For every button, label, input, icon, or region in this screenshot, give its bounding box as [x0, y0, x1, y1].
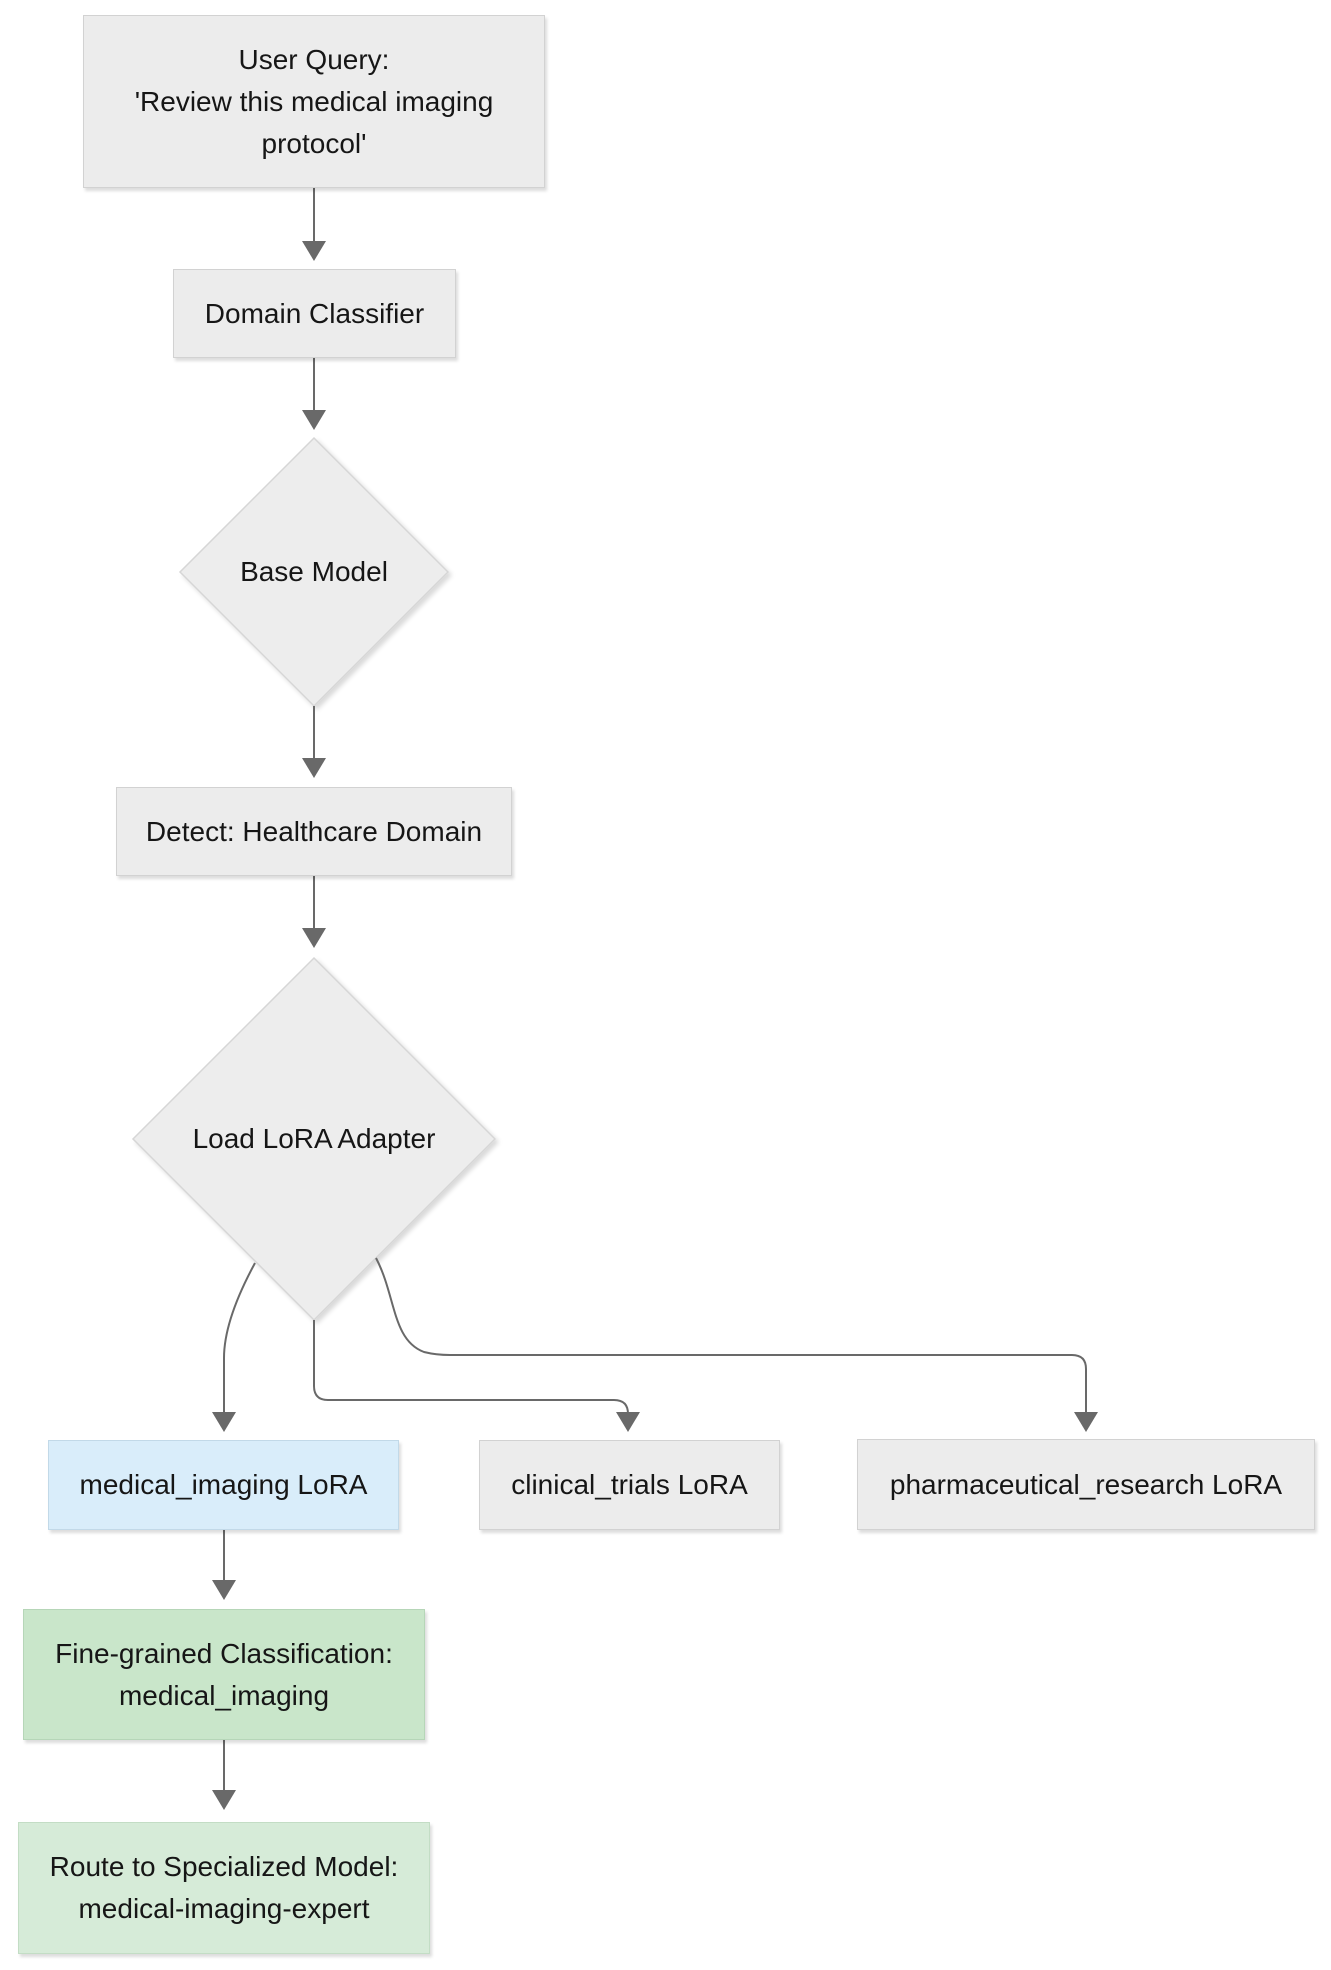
node-user-query: User Query: 'Review this medical imaging… — [83, 15, 545, 188]
node-fine-grained-classification-label: Fine-grained Classification: medical_ima… — [55, 1637, 393, 1711]
node-domain-classifier: Domain Classifier — [173, 269, 456, 358]
edge-load-lora-to-pharmaceutical — [375, 1257, 1087, 1420]
arrowhead — [212, 1580, 236, 1600]
node-clinical-trials-lora-label: clinical_trials LoRA — [511, 1469, 748, 1500]
node-route-specialized-model: Route to Specialized Model: medical-imag… — [18, 1822, 430, 1954]
node-detect-healthcare-domain: Detect: Healthcare Domain — [116, 787, 512, 876]
node-user-query-label: User Query: 'Review this medical imaging… — [134, 43, 494, 159]
arrowhead — [616, 1412, 640, 1432]
diamond-load-lora-adapter — [131, 956, 497, 1322]
arrowhead — [212, 1790, 236, 1810]
node-domain-classifier-label: Domain Classifier — [204, 297, 425, 329]
node-medical-imaging-lora: medical_imaging LoRA — [48, 1440, 399, 1530]
node-clinical-trials-lora: clinical_trials LoRA — [479, 1440, 780, 1530]
node-pharmaceutical-research-lora-label: pharmaceutical_research LoRA — [889, 1468, 1283, 1500]
node-fine-grained-classification: Fine-grained Classification: medical_ima… — [23, 1609, 425, 1740]
edge-load-lora-to-medical-imaging — [223, 1262, 256, 1420]
arrowhead — [212, 1412, 236, 1432]
node-medical-imaging-lora-label: medical_imaging LoRA — [79, 1469, 368, 1500]
arrowhead — [302, 928, 326, 948]
arrowhead — [1074, 1412, 1098, 1432]
node-route-specialized-model-label: Route to Specialized Model: medical-imag… — [49, 1851, 399, 1924]
diamond-base-model — [178, 436, 450, 708]
arrowhead — [302, 410, 326, 430]
edge-load-lora-to-clinical-trials — [313, 1320, 629, 1420]
node-pharmaceutical-research-lora: pharmaceutical_research LoRA — [857, 1439, 1315, 1530]
node-detect-healthcare-domain-label: Detect: Healthcare Domain — [145, 815, 483, 847]
arrowhead — [302, 758, 326, 778]
arrowhead — [302, 241, 326, 261]
